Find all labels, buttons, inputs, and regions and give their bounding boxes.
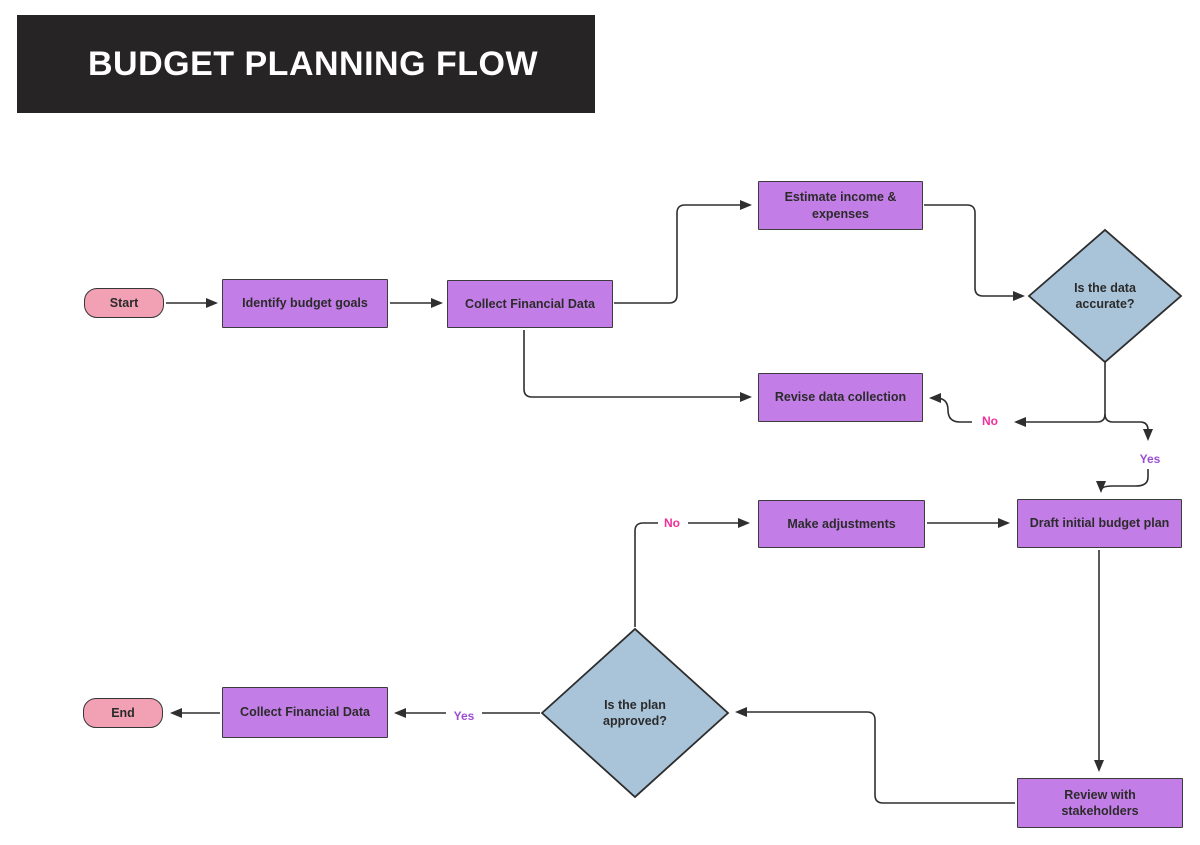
node-end-label: End (111, 705, 135, 720)
node-plan-approved-label: Is the plan approved? (603, 697, 667, 728)
page-title: BUDGET PLANNING FLOW (88, 44, 539, 83)
node-draft-initial-budget-plan: Draft initial budget plan (1017, 499, 1182, 548)
node-collect-financial-data-2-label: Collect Financial Data (240, 705, 370, 720)
node-revise-data-collection: Revise data collection (758, 373, 923, 422)
node-review-with-stakeholders: Review with stakeholders (1017, 778, 1183, 828)
decision-diamond-data-accurate (1027, 228, 1183, 364)
node-identify-budget-goals-label: Identify budget goals (242, 296, 368, 311)
node-collect-financial-data-2: Collect Financial Data (222, 687, 388, 738)
node-identify-budget-goals: Identify budget goals (222, 279, 388, 328)
edge-estimate-to-data-accurate (924, 204, 1025, 301)
edge-data-accurate-yes-segment (1104, 413, 1153, 441)
node-draft-initial-budget-plan-label: Draft initial budget plan (1029, 516, 1170, 531)
edge-plan-approved-no-segment (634, 522, 658, 627)
edge-label-accurate-no: No (978, 413, 1002, 429)
node-revise-data-collection-label: Revise data collection (774, 390, 907, 405)
node-end: End (83, 698, 163, 728)
edge-label-approved-yes: Yes (449, 708, 479, 724)
node-estimate-income-expenses-label: Estimate income & expenses (784, 190, 897, 221)
edge-no-to-revise (929, 393, 972, 423)
title-banner: BUDGET PLANNING FLOW (17, 15, 595, 113)
edge-collect-to-revise (523, 330, 752, 402)
node-make-adjustments-label: Make adjustments (787, 516, 896, 531)
decision-diamond-plan-approved (540, 627, 730, 799)
node-start-label: Start (109, 295, 139, 310)
node-review-with-stakeholders-label: Review with stakeholders (1061, 787, 1139, 818)
edge-data-accurate-no-segment (1014, 362, 1106, 427)
edge-yes-to-draft (1096, 469, 1149, 493)
node-estimate-income-expenses: Estimate income & expenses (758, 181, 923, 230)
edge-collect-to-estimate (614, 200, 752, 304)
node-collect-financial-data: Collect Financial Data (447, 280, 613, 328)
edge-review-to-plan-approved (735, 707, 1015, 804)
edge-label-accurate-yes: Yes (1135, 451, 1165, 467)
edge-label-approved-no: No (660, 515, 684, 531)
node-collect-financial-data-label: Collect Financial Data (465, 296, 595, 311)
node-start: Start (84, 288, 164, 318)
node-data-accurate-label: Is the data accurate? (1074, 280, 1136, 311)
node-make-adjustments: Make adjustments (758, 500, 925, 548)
